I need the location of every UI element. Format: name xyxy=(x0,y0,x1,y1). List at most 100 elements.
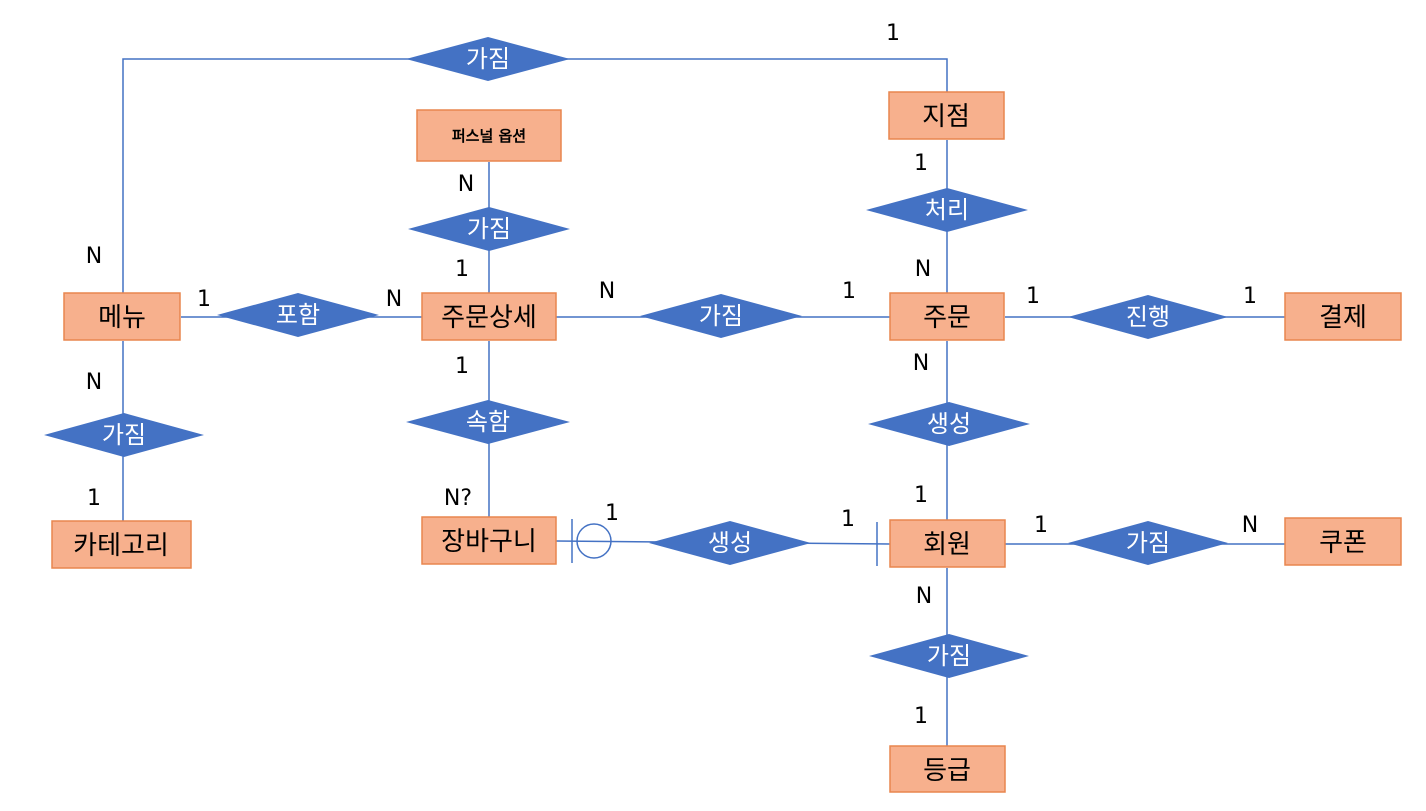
card-menu-bottom: N xyxy=(86,370,102,395)
relation-label: 생성 xyxy=(927,410,971,438)
card-coupon-left: N xyxy=(1242,513,1258,538)
card-menu-top: N xyxy=(86,244,102,269)
relation-menu-detail: 포함 xyxy=(217,293,379,337)
entity-label: 카테고리 xyxy=(73,531,169,561)
entity-box xyxy=(1284,292,1402,341)
card-order-bottom: N xyxy=(913,351,929,376)
entity-branch: 지점 xyxy=(888,91,1005,140)
diamond-shape xyxy=(1068,521,1228,565)
entity-box xyxy=(421,292,557,341)
relation-detail-cart: 속함 xyxy=(406,400,570,444)
diamond-shape xyxy=(869,634,1029,678)
entity-order-detail: 주문상세 xyxy=(421,292,557,341)
relation-menu-branch: 가짐 xyxy=(406,37,570,81)
entity-label: 회원 xyxy=(923,530,971,560)
relation-menu-category: 가짐 xyxy=(44,413,204,457)
entity-category: 카테고리 xyxy=(51,520,192,569)
diamond-shape xyxy=(406,37,570,81)
entity-box xyxy=(889,745,1006,793)
card-detail-top: 1 xyxy=(455,257,469,282)
entity-label: 장바구니 xyxy=(441,527,537,557)
card-cart-top: N? xyxy=(444,486,472,511)
cart-zero-circle xyxy=(576,523,612,559)
card-order-left: 1 xyxy=(842,279,856,304)
entity-box xyxy=(889,519,1006,568)
entity-payment: 결제 xyxy=(1284,292,1402,341)
card-member-bottom: N xyxy=(916,584,932,609)
relation-detail-order: 가짐 xyxy=(640,294,802,338)
diamond-shape xyxy=(640,294,802,338)
relation-branch-order: 처리 xyxy=(866,188,1028,232)
relation-cart-member: 생성 xyxy=(649,521,811,565)
relation-member-grade: 가짐 xyxy=(869,634,1029,678)
entity-label: 등급 xyxy=(923,756,971,786)
diamond-shape xyxy=(1068,295,1228,339)
entity-label: 퍼스널 옵션 xyxy=(452,127,526,145)
entity-cart: 장바구니 xyxy=(421,516,557,565)
entity-coupon: 쿠폰 xyxy=(1284,517,1402,566)
relation-order-payment: 진행 xyxy=(1068,295,1228,339)
diamond-shape xyxy=(649,521,811,565)
diamond-shape xyxy=(866,188,1028,232)
entity-label: 메뉴 xyxy=(98,303,146,333)
relation-label: 가짐 xyxy=(699,302,743,330)
entity-label: 주문상세 xyxy=(441,303,537,333)
entity-box xyxy=(888,91,1005,140)
card-cart-right: 1 xyxy=(605,501,619,526)
relation-detail-option: 가짐 xyxy=(408,207,570,251)
card-detail-bottom: 1 xyxy=(455,354,469,379)
card-menu-detail-left: 1 xyxy=(197,287,211,312)
diamond-shape xyxy=(868,402,1030,446)
entity-grade: 등급 xyxy=(889,745,1006,793)
entity-label: 지점 xyxy=(922,102,970,132)
entity-member: 회원 xyxy=(889,519,1006,568)
card-category-top: 1 xyxy=(87,486,101,511)
entity-label: 결제 xyxy=(1319,303,1367,333)
entity-menu: 메뉴 xyxy=(63,292,181,341)
card-branch-bottom: 1 xyxy=(914,151,928,176)
relation-label: 가짐 xyxy=(102,421,146,449)
card-detail-right: N xyxy=(599,279,615,304)
card-member-top: 1 xyxy=(914,483,928,508)
card-member-left: 1 xyxy=(841,507,855,532)
relation-label: 속함 xyxy=(466,408,510,436)
entity-box xyxy=(51,520,192,569)
cardinalities: 1 N 1 N N 1 N 1 1 N? N 1 1 N 1 1 N 1 1 1… xyxy=(86,21,1258,729)
relation-label: 가짐 xyxy=(466,45,510,73)
entity-box xyxy=(889,292,1005,341)
relation-label: 처리 xyxy=(925,196,969,224)
relation-label: 생성 xyxy=(708,529,752,557)
card-order-right: 1 xyxy=(1026,284,1040,309)
card-order-top: N xyxy=(915,257,931,282)
entity-label: 쿠폰 xyxy=(1319,528,1367,558)
diamond-shape xyxy=(44,413,204,457)
relation-label: 가짐 xyxy=(467,215,511,243)
diamond-shape xyxy=(217,293,379,337)
relation-label: 가짐 xyxy=(1126,529,1170,557)
card-member-right: 1 xyxy=(1034,513,1048,538)
card-payment-left: 1 xyxy=(1243,284,1257,309)
relationships: 가짐 가짐 처리 포함 가짐 진행 가짐 속함 xyxy=(44,37,1228,678)
entity-box xyxy=(421,516,557,565)
relation-order-member: 생성 xyxy=(868,402,1030,446)
relation-label: 포함 xyxy=(276,301,320,329)
diamond-shape xyxy=(408,207,570,251)
entity-box xyxy=(1284,517,1402,566)
card-branch-top: 1 xyxy=(886,21,900,46)
entity-box xyxy=(63,292,181,341)
relation-member-coupon: 가짐 xyxy=(1068,521,1228,565)
entity-box xyxy=(416,109,562,162)
card-menu-detail-right: N xyxy=(386,287,402,312)
card-grade-top: 1 xyxy=(914,704,928,729)
relation-label: 가짐 xyxy=(927,642,971,670)
line-menu-branch xyxy=(122,58,948,293)
connector-lines xyxy=(122,58,1285,746)
diamond-shape xyxy=(406,400,570,444)
entity-order: 주문 xyxy=(889,292,1005,341)
entities: 퍼스널 옵션 지점 메뉴 주문상세 주문 결제 카테고리 장바구니 xyxy=(51,91,1402,793)
card-option-bottom: N xyxy=(458,172,474,197)
entity-personal-option: 퍼스널 옵션 xyxy=(416,109,562,162)
entity-label: 주문 xyxy=(923,303,971,333)
relation-label: 진행 xyxy=(1126,303,1170,331)
